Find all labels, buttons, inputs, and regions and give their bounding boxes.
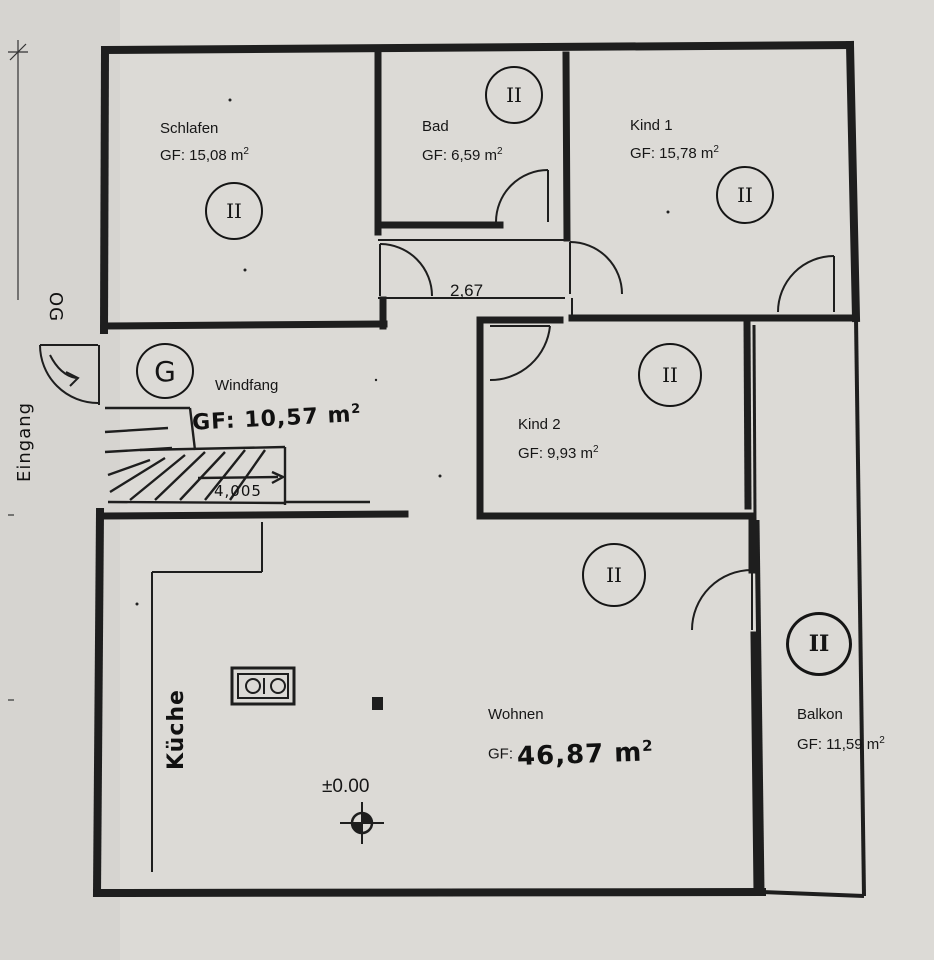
area-handwritten: 46,87 m2 xyxy=(516,736,655,773)
column-marker xyxy=(372,697,383,710)
level-badge-wohnen: II xyxy=(582,543,646,607)
level-badge-kind2: II xyxy=(638,343,702,407)
room-area-bad: GF: 6,59 m2 xyxy=(422,146,503,164)
plan-dots xyxy=(135,98,670,606)
area-text: GF: 6,59 m xyxy=(422,147,498,164)
level-badge-windfang: G xyxy=(136,343,194,399)
room-name-schlafen: Schlafen xyxy=(160,120,219,137)
entrance-label: Eingang xyxy=(14,401,35,482)
unit-exponent: 2 xyxy=(879,735,885,746)
unit-exponent: 2 xyxy=(497,146,503,157)
room-name-balkon: Balkon xyxy=(797,706,843,723)
room-name-kind1: Kind 1 xyxy=(630,117,673,134)
unit-exponent: 2 xyxy=(243,146,249,157)
area-prefix: GF: xyxy=(488,745,513,763)
dimension-hall-width: 2,67 xyxy=(450,281,484,300)
level-badge-balkon: II xyxy=(786,612,852,676)
unit-exponent: 2 xyxy=(593,444,599,455)
room-area-kind1: GF: 15,78 m2 xyxy=(630,144,719,162)
level-badge-bad: II xyxy=(485,66,543,124)
room-area-wohnen: GF: 46,87 m2 xyxy=(488,736,654,772)
thin-walls xyxy=(98,239,573,872)
unit-exponent: 2 xyxy=(641,736,655,756)
room-name-wohnen: Wohnen xyxy=(488,706,544,723)
area-text: 46,87 m xyxy=(516,737,644,773)
area-text: GF: 15,08 m xyxy=(160,147,244,164)
unit-exponent: 2 xyxy=(350,401,362,418)
room-name-kind2: Kind 2 xyxy=(518,416,561,433)
room-area-kind2: GF: 9,93 m2 xyxy=(518,444,599,462)
margin-marks xyxy=(8,40,28,701)
room-name-windfang: Windfang xyxy=(215,377,279,394)
dimension-stair-width: 4,005 xyxy=(214,482,262,500)
elevation-marker xyxy=(340,802,384,844)
room-name-kueche: Küche xyxy=(164,689,189,770)
interior-walls xyxy=(100,51,854,896)
level-badge-schlafen: II xyxy=(205,182,263,240)
entrance-arrow xyxy=(49,354,80,387)
area-text: GF: 15,78 m xyxy=(630,145,714,162)
room-area-balkon: GF: 11,59 m2 xyxy=(797,735,885,753)
elevation-label: ±0.00 xyxy=(322,776,370,797)
area-text: GF: 9,93 m xyxy=(518,445,594,462)
room-name-bad: Bad xyxy=(422,118,449,135)
door-swings xyxy=(39,169,835,631)
unit-exponent: 2 xyxy=(713,144,719,155)
exterior-walls xyxy=(92,40,861,898)
balcony-outline xyxy=(751,316,866,898)
upper-floor-label: OG xyxy=(45,292,66,323)
stove-symbol xyxy=(230,666,296,706)
level-badge-kind1: II xyxy=(716,166,774,224)
room-area-schlafen: GF: 15,08 m2 xyxy=(160,146,249,164)
area-text: GF: 11,59 m xyxy=(797,736,880,753)
staircase xyxy=(104,406,370,505)
